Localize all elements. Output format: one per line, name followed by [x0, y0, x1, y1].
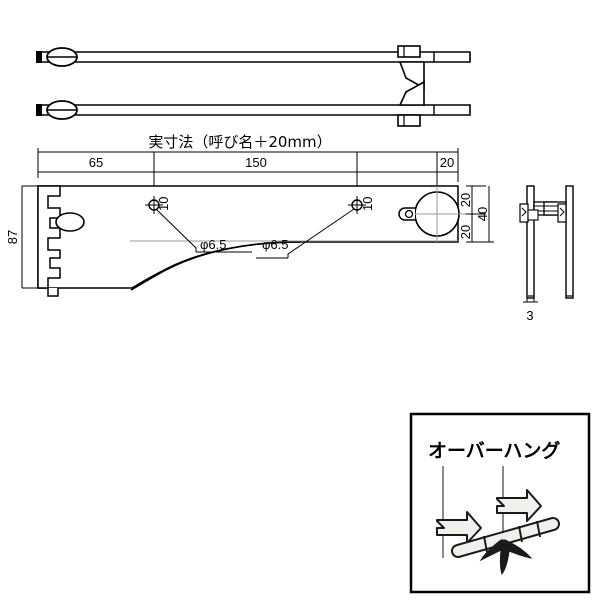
dim-label-65: 65: [89, 155, 103, 170]
bracket-hook-notches: [37, 185, 61, 289]
dim-label-20: 20: [440, 155, 454, 170]
overhang-hanger: [479, 539, 533, 576]
overhang-rod-ring-3: [536, 520, 541, 538]
overhang-rod: [453, 519, 558, 556]
dim-label-boss-40: 40: [475, 207, 490, 221]
hole-right-offset-label: 10: [360, 197, 375, 211]
dim-label-boss-lower-20: 20: [458, 225, 473, 239]
dim-label-boss-upper-20: 20: [458, 193, 473, 207]
hole-right-leader: [287, 208, 355, 258]
side-left-collar: [527, 209, 539, 221]
rod-top-left-cap: [36, 51, 42, 63]
rod-view-top: [36, 45, 471, 90]
side-left-hook-block: [519, 203, 529, 223]
bracket-underside-curve: [130, 241, 301, 291]
bracket-side-profile: φ6.5 10 φ6.5 10: [37, 185, 466, 297]
overhang-bracket-right: [496, 489, 542, 522]
mounting-hole-right: φ6.5 10: [256, 196, 375, 259]
side-view-right: [543, 185, 574, 299]
overhang-inset: オーバーハング: [409, 412, 591, 594]
dim-label-150: 150: [245, 155, 267, 170]
bracket-hook-tail: [47, 288, 59, 297]
overhang-bracket-left: [436, 511, 482, 544]
side-right-hook-block: [557, 203, 567, 223]
boss-hook-eye: [404, 209, 414, 219]
end-boss: [398, 186, 466, 242]
rod-bottom-fin: [398, 80, 425, 106]
dimension-thickness-3: 3: [523, 292, 538, 323]
hole-left-offset-label: 10: [156, 197, 171, 211]
rod-top-collar: [397, 45, 421, 58]
drawing-title: 実寸法（呼び名＋20mm）: [148, 133, 331, 151]
side-right-rail: [565, 185, 574, 299]
hole-left-dia-label: φ6.5: [200, 237, 227, 252]
rod-bottom-collar: [397, 114, 421, 127]
side-left-hook-detail: [521, 207, 527, 217]
overhang-rod-ring-2: [518, 525, 523, 543]
mounting-hole-left: φ6.5 10: [145, 196, 252, 253]
side-right-hook-detail: [559, 207, 565, 217]
overhang-rod-ring-1: [483, 535, 488, 553]
dim-label-87: 87: [5, 230, 20, 244]
dimension-boss-stack: 20 20 40: [458, 185, 494, 243]
side-left-rail: [526, 185, 535, 299]
bracket-hook-oval: [55, 212, 85, 232]
bracket-body-outline: [37, 185, 459, 289]
rod-view-bottom: [36, 80, 471, 127]
hole-left-leader: [155, 208, 197, 252]
overhang-box-title: オーバーハング: [428, 439, 560, 462]
dim-label-3: 3: [526, 308, 533, 323]
hole-right-dia-label: φ6.5: [262, 237, 289, 252]
rod-bottom-body: [37, 104, 471, 116]
dimension-height-87: 87: [5, 185, 40, 289]
rod-bottom-left-cap: [36, 104, 42, 116]
